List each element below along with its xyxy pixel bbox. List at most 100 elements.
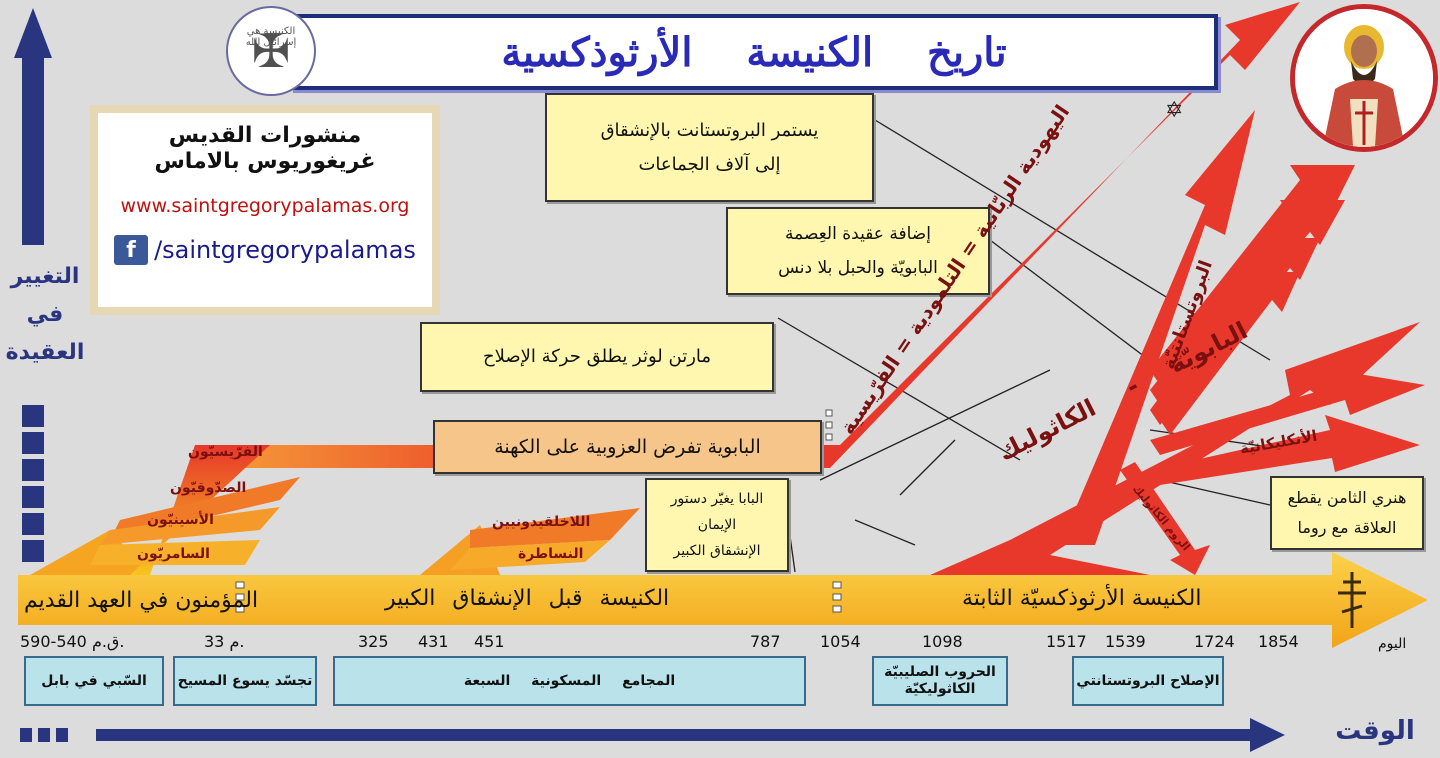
judaism-arrow xyxy=(820,2,1300,468)
horizontal-axis-dash xyxy=(20,728,32,742)
branch-label-sadducees: الصدّوقيّون xyxy=(170,480,247,496)
band-separator xyxy=(832,581,842,589)
year-today: اليوم xyxy=(1378,636,1407,652)
branch-essenes xyxy=(100,507,280,545)
note-protestant-split-line2: إلى آلاف الجماعات xyxy=(638,153,781,175)
protestant-branch xyxy=(1160,272,1300,435)
vertical-axis-label-2: في xyxy=(26,302,64,327)
vertical-axis-dash xyxy=(22,459,44,481)
note-papal-dogma: إضافة عقيدة العِصمة البابويّة والحبل بلا… xyxy=(726,207,990,295)
bishop-portrait-icon xyxy=(1295,9,1433,147)
band-separator xyxy=(825,433,833,441)
vertical-axis-dash xyxy=(22,540,44,562)
note-creed-line2: الإيمان xyxy=(697,517,737,533)
branch-label-nestorians: النساطرة xyxy=(518,546,584,562)
catholic-arrow xyxy=(930,322,1420,575)
facebook-handle[interactable]: /saintgregorypalamas xyxy=(154,236,416,264)
vertical-axis-arrowhead xyxy=(14,8,52,58)
vertical-axis-dash xyxy=(22,432,44,454)
year-1854: 1854 xyxy=(1258,632,1299,651)
anglican-arrow-upper xyxy=(1150,370,1425,455)
logo-caption: الكنيسة هي إسرائيل الله xyxy=(245,26,297,48)
title-banner: تاريخ الكنيسة الأرثوذكسية xyxy=(290,14,1218,90)
era-councils: المجامع المسكونية السبعة xyxy=(333,656,806,706)
year-1098: 1098 xyxy=(922,632,963,651)
band-label-old-testament: المؤمنون في العهد القديم xyxy=(24,588,259,613)
horizontal-axis-dash xyxy=(38,728,50,742)
band-label-before-schism: الكنيسة قبل الإنشقاق الكبير xyxy=(385,586,670,611)
horizontal-axis-label: الوقت xyxy=(1335,716,1415,746)
church-logo: ✠ الكنيسة هي إسرائيل الله xyxy=(226,6,316,96)
year-1724: 1724 xyxy=(1194,632,1235,651)
year-1054: 1054 xyxy=(820,632,861,651)
horizontal-axis-bar xyxy=(96,729,1266,741)
year-590: 590-540 ق.م. xyxy=(20,632,125,651)
orthodox-cross-icon xyxy=(1338,572,1366,628)
publisher-name-line1: منشورات القديس xyxy=(168,123,362,148)
horizontal-axis-dash xyxy=(56,728,68,742)
vertical-axis-dash xyxy=(22,405,44,427)
star-of-david-icon: ✡ xyxy=(1165,98,1184,123)
era-crusades-line1: الحروب الصليبيّة xyxy=(884,664,996,680)
year-451: 451 xyxy=(474,632,505,651)
note-creed-line3: الإنشقاق الكبير xyxy=(673,543,761,559)
vertical-axis-dash xyxy=(22,513,44,535)
era-reformation: الإصلاح البروتستانتي xyxy=(1072,656,1224,706)
year-431: 431 xyxy=(418,632,449,651)
note-henry-viii: هنري الثامن يقطع العلاقة مع روما xyxy=(1270,476,1424,550)
era-crusades: الحروب الصليبيّة الكاثوليكيّة xyxy=(872,656,1008,706)
bishop-medallion xyxy=(1290,4,1438,152)
page-title: تاريخ الكنيسة الأرثوذكسية xyxy=(501,28,1007,76)
band-separator xyxy=(832,593,842,601)
note-henry-line2: العلاقة مع روما xyxy=(1297,518,1397,537)
year-787: 787 xyxy=(750,632,781,651)
publisher-card: منشورات القديس غريغوريوس بالاماس www.sai… xyxy=(90,105,440,315)
note-papal-dogma-line1: إضافة عقيدة العِصمة xyxy=(785,224,931,244)
vertical-axis-label: التغيير في العقيدة xyxy=(2,258,88,372)
band-separator xyxy=(825,421,833,429)
note-papal-dogma-line2: البابويّة والحبل بلا دنس xyxy=(778,258,938,278)
horizontal-axis-arrowhead xyxy=(1250,718,1285,752)
publisher-name-line2: غريغوريوس بالاماس xyxy=(154,149,376,174)
band-separator xyxy=(235,581,245,589)
main-timeline-band xyxy=(18,552,1428,648)
note-celibacy: البابوية تفرض العزوبية على الكهنة xyxy=(433,420,822,474)
branch-label-pharisees: الفرّيسيّون xyxy=(188,444,263,460)
year-1517: 1517 xyxy=(1046,632,1087,651)
branch-label-samaritans: السامريّون xyxy=(137,546,210,562)
note-luther: مارتن لوثر يطلق حركة الإصلاح xyxy=(420,322,774,392)
era-babylon: السّبي في بابل xyxy=(24,656,164,706)
uniates-arrow xyxy=(1120,462,1210,575)
branch-samaritans xyxy=(90,540,260,565)
era-crusades-line2: الكاثوليكيّة xyxy=(904,681,976,697)
anglican-arrow xyxy=(1150,415,1420,485)
year-1539: 1539 xyxy=(1105,632,1146,651)
band-separator xyxy=(825,409,833,417)
year-33: 33 م. xyxy=(204,632,245,651)
note-henry-line1: هنري الثامن يقطع xyxy=(1287,488,1407,507)
era-incarnation: تجسّد يسوع المسيح xyxy=(173,656,317,706)
publisher-website-link[interactable]: www.saintgregorypalamas.org xyxy=(120,195,410,217)
vertical-axis-label-3: العقيدة xyxy=(5,340,85,365)
branch-nestorians xyxy=(450,540,610,570)
vertical-axis-label-1: التغيير xyxy=(10,264,80,289)
vertical-axis-bar xyxy=(22,55,44,245)
band-label-orthodox: الكنيسة الأرثوذكسيّة الثابتة xyxy=(962,586,1202,611)
note-protestant-split-line1: يستمر البروتستانت بالإنشقاق xyxy=(600,119,819,141)
cross-icon: ✠ xyxy=(251,24,291,78)
year-325: 325 xyxy=(358,632,389,651)
branch-label-nonchalcedonians: اللاخلقيدونيين xyxy=(492,514,591,530)
facebook-icon: f xyxy=(114,235,149,265)
note-creed-schism: البابا يغيّر دستور الإيمان الإنشقاق الكب… xyxy=(645,478,789,572)
protestant-arrow-main xyxy=(1060,110,1255,545)
note-protestant-split: يستمر البروتستانت بالإنشقاق إلى آلاف الج… xyxy=(545,93,874,202)
publisher-facebook[interactable]: f /saintgregorypalamas xyxy=(112,235,418,265)
band-separator xyxy=(235,593,245,601)
band-separator xyxy=(832,605,842,613)
note-creed-line1: البابا يغيّر دستور xyxy=(670,491,764,507)
band-separator xyxy=(235,605,245,613)
branch-label-essenes: الأسينيّون xyxy=(147,512,214,528)
vertical-axis-dash xyxy=(22,486,44,508)
branch-nonchalcedonians xyxy=(470,508,640,548)
